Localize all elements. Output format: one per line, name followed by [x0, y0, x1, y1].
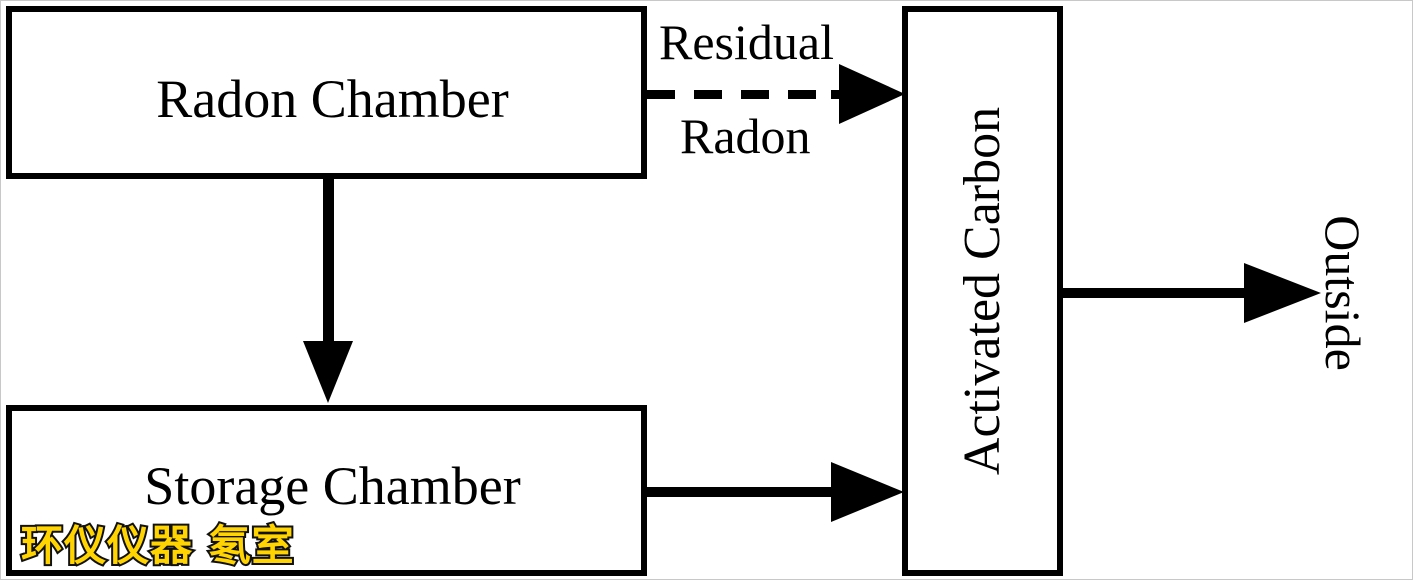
storage-chamber-label: Storage Chamber — [144, 456, 521, 516]
outside-label: Outside — [1315, 215, 1371, 371]
arrowhead-down-icon — [303, 341, 353, 403]
radon-chamber-node: Radon Chamber — [6, 6, 647, 179]
radon-word-label: Radon — [680, 108, 811, 164]
storage-chamber-node: Storage Chamber — [6, 405, 647, 576]
activated-carbon-node: Activated Carbon — [902, 6, 1063, 576]
residual-label: Residual — [659, 14, 834, 70]
arrowhead-right-icon — [839, 64, 905, 124]
arrowhead-right-icon — [1244, 263, 1321, 323]
connector-residual-radon-dashed-line — [647, 90, 837, 99]
activated-carbon-label: Activated Carbon — [953, 106, 1011, 476]
connector-carbon-to-outside-line — [1059, 288, 1251, 298]
watermark-text: 环仪仪器 氡室 — [19, 521, 296, 570]
connector-storage-to-carbon-line — [647, 487, 837, 497]
arrowhead-right-icon — [831, 462, 904, 522]
radon-chamber-label: Radon Chamber — [156, 68, 509, 129]
connector-radon-to-storage-line — [323, 177, 334, 347]
